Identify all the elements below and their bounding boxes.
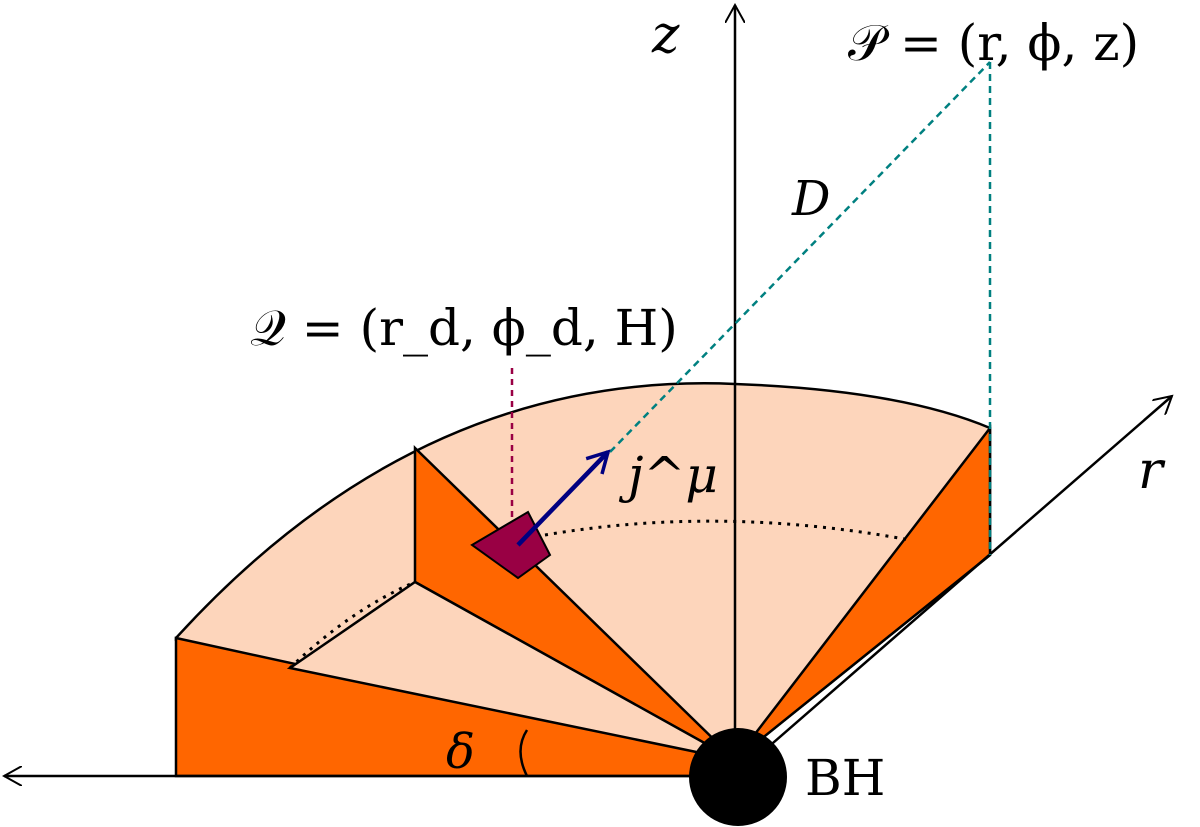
disk-right-wedge (734, 424, 992, 761)
r-axis (734, 396, 1172, 777)
r-axis-label: r (1138, 441, 1166, 501)
black-hole (689, 728, 787, 826)
current-label: j^μ (618, 446, 718, 504)
distance-label: D (791, 171, 830, 227)
z-axis-label: z (651, 5, 680, 65)
current-arrow (516, 449, 611, 547)
angle-label: δ (446, 724, 475, 780)
inner-arc-right (544, 519, 911, 542)
point-p-label: 𝒫 = (r, ϕ, z) (848, 14, 1139, 72)
disk-cut-face (286, 580, 736, 762)
inner-arc-left (288, 580, 416, 670)
distance-line (609, 61, 991, 453)
angle-delta-arc (519, 729, 529, 777)
emitter-patch (470, 510, 552, 580)
black-hole-label: BH (805, 749, 885, 807)
point-q-label: 𝒬 = (r_d, ϕ_d, H) (250, 299, 678, 357)
